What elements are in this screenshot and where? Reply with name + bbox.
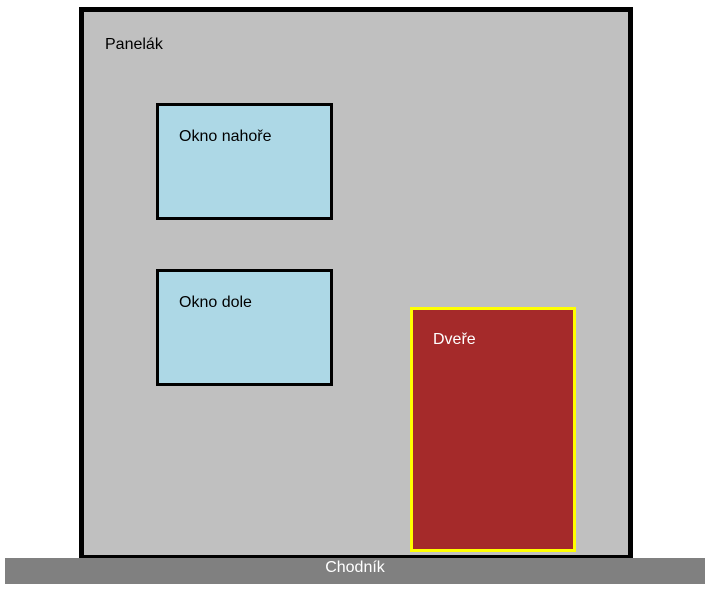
sidewalk: Chodník bbox=[5, 558, 705, 584]
window-lower-label: Okno dole bbox=[179, 294, 252, 311]
building-panelak: Panelák Okno nahoře Okno dole Dveře bbox=[79, 7, 633, 560]
window-upper: Okno nahoře bbox=[156, 103, 333, 220]
door-label: Dveře bbox=[433, 331, 476, 348]
window-upper-label: Okno nahoře bbox=[179, 128, 272, 145]
sidewalk-label: Chodník bbox=[325, 559, 385, 576]
building-label: Panelák bbox=[105, 36, 163, 53]
door: Dveře bbox=[410, 307, 576, 552]
window-lower: Okno dole bbox=[156, 269, 333, 386]
